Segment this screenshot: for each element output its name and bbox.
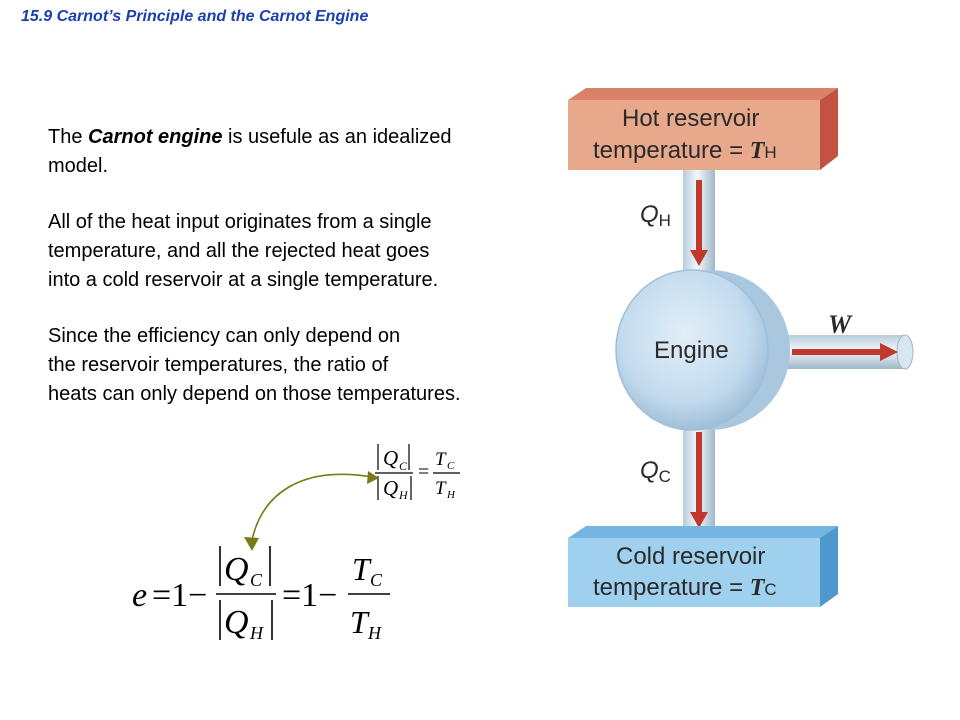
section-title: 15.9 Carnot’s Principle and the Carnot E… [21,8,369,25]
paragraph-2-line-3: into a cold reservoir at a single temper… [48,269,439,291]
paragraph-2-line-2: temperature, and all the rejected heat g… [48,240,430,262]
cold-temperature-label: temperature = TC [593,574,777,601]
cold-reservoir: Cold reservoir temperature = TC [568,526,838,607]
engine: Engine [615,269,790,431]
p1-post: is usefule as an idealized [222,126,452,148]
svg-text:=1−: =1− [152,577,207,614]
svg-text:T: T [435,478,447,499]
paragraph-carnot-engine: The Carnot engine is usefule as an ideal… [48,123,568,181]
cold-reservoir-label: Cold reservoir [616,543,765,570]
hot-reservoir: Hot reservoir temperature = TH [568,88,838,170]
svg-text:Q: Q [224,604,249,641]
work-arrow [792,343,898,361]
svg-text:H: H [446,489,456,501]
svg-text:Q: Q [224,551,249,588]
svg-text:C: C [370,570,383,590]
svg-text:T: T [352,551,372,587]
svg-text:=: = [418,461,429,483]
svg-text:Q: Q [383,446,398,470]
svg-text:T: T [435,449,447,470]
svg-text:=1−: =1− [282,577,337,614]
heat-out-arrow [690,432,708,528]
work-label: W [828,310,853,339]
svg-text:T: T [350,604,370,640]
paragraph-heat-input: All of the heat input originates from a … [48,208,568,295]
efficiency-equation: e =1− Q C Q H =1− T C T H [132,546,390,643]
paragraph-1-line-2: model. [48,155,109,177]
paragraph-efficiency: Since the efficiency can only depend on … [48,322,568,409]
svg-text:H: H [367,623,382,643]
svg-text:Q: Q [383,476,398,500]
p1-pre: The [48,126,89,148]
engine-label: Engine [654,337,729,364]
carnot-engine-diagram: Hot reservoir temperature = TH QH Engine… [568,88,914,607]
heat-in-label: QH [640,201,671,230]
ratio-equation: Q C Q H = T C T H [375,444,460,502]
hot-reservoir-label: Hot reservoir [622,105,759,132]
paragraph-2-line-1: All of the heat input originates from a … [48,211,432,233]
heat-out-label: QC [640,457,671,486]
paragraph-3-line-1: Since the efficiency can only depend on [48,325,401,347]
svg-text:H: H [398,488,409,502]
svg-text:C: C [399,459,408,473]
paragraph-3-line-2: the reservoir temperatures, the ratio of [48,354,389,376]
paragraph-3-line-3: heats can only depend on those temperatu… [48,383,461,405]
paragraph-1-line-1: The Carnot engine is usefule as an ideal… [48,123,568,152]
svg-text:H: H [249,623,264,643]
heat-in-arrow [690,180,708,266]
svg-text:C: C [447,460,455,472]
svg-text:e: e [132,577,147,614]
carnot-engine-emphasis: Carnot engine [88,126,223,148]
connector-arrow [244,471,379,551]
svg-text:C: C [250,570,263,590]
hot-temperature-label: temperature = TH [593,137,777,164]
